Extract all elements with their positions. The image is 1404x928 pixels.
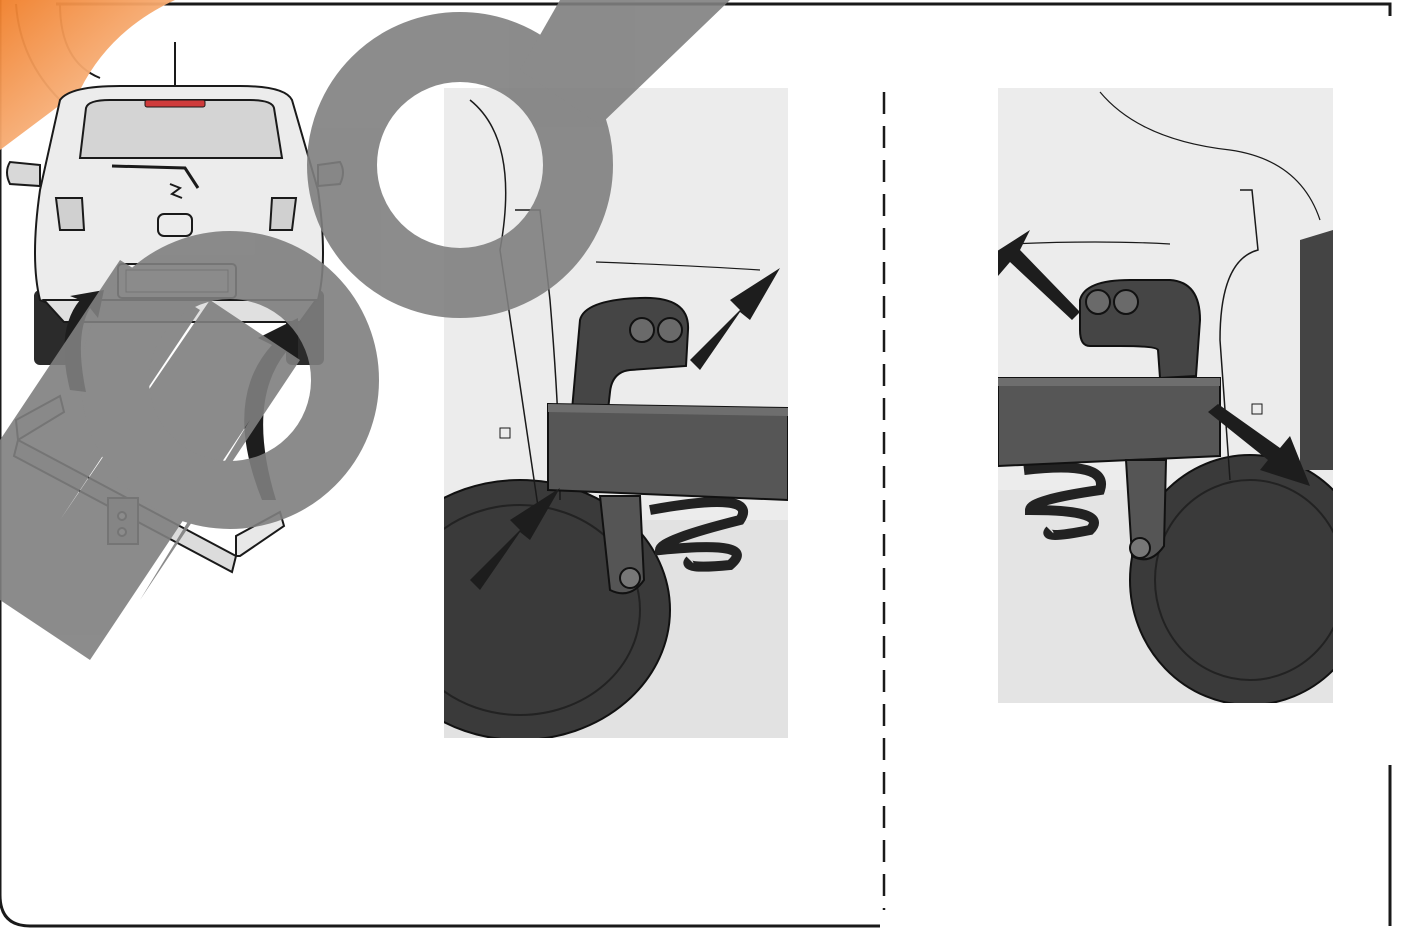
- left-bracket-detail: [444, 88, 788, 738]
- arrow-to-bolts-right: [998, 230, 1080, 320]
- arrow-to-beam-right: [1208, 404, 1310, 486]
- install-arrow-right: [244, 318, 298, 500]
- arrow-to-beam-left: [470, 488, 560, 590]
- arrow-to-bolts-left: [690, 268, 780, 370]
- right-bracket-detail: [998, 88, 1333, 703]
- corner-tab: [0, 0, 175, 150]
- watermark: [0, 0, 730, 660]
